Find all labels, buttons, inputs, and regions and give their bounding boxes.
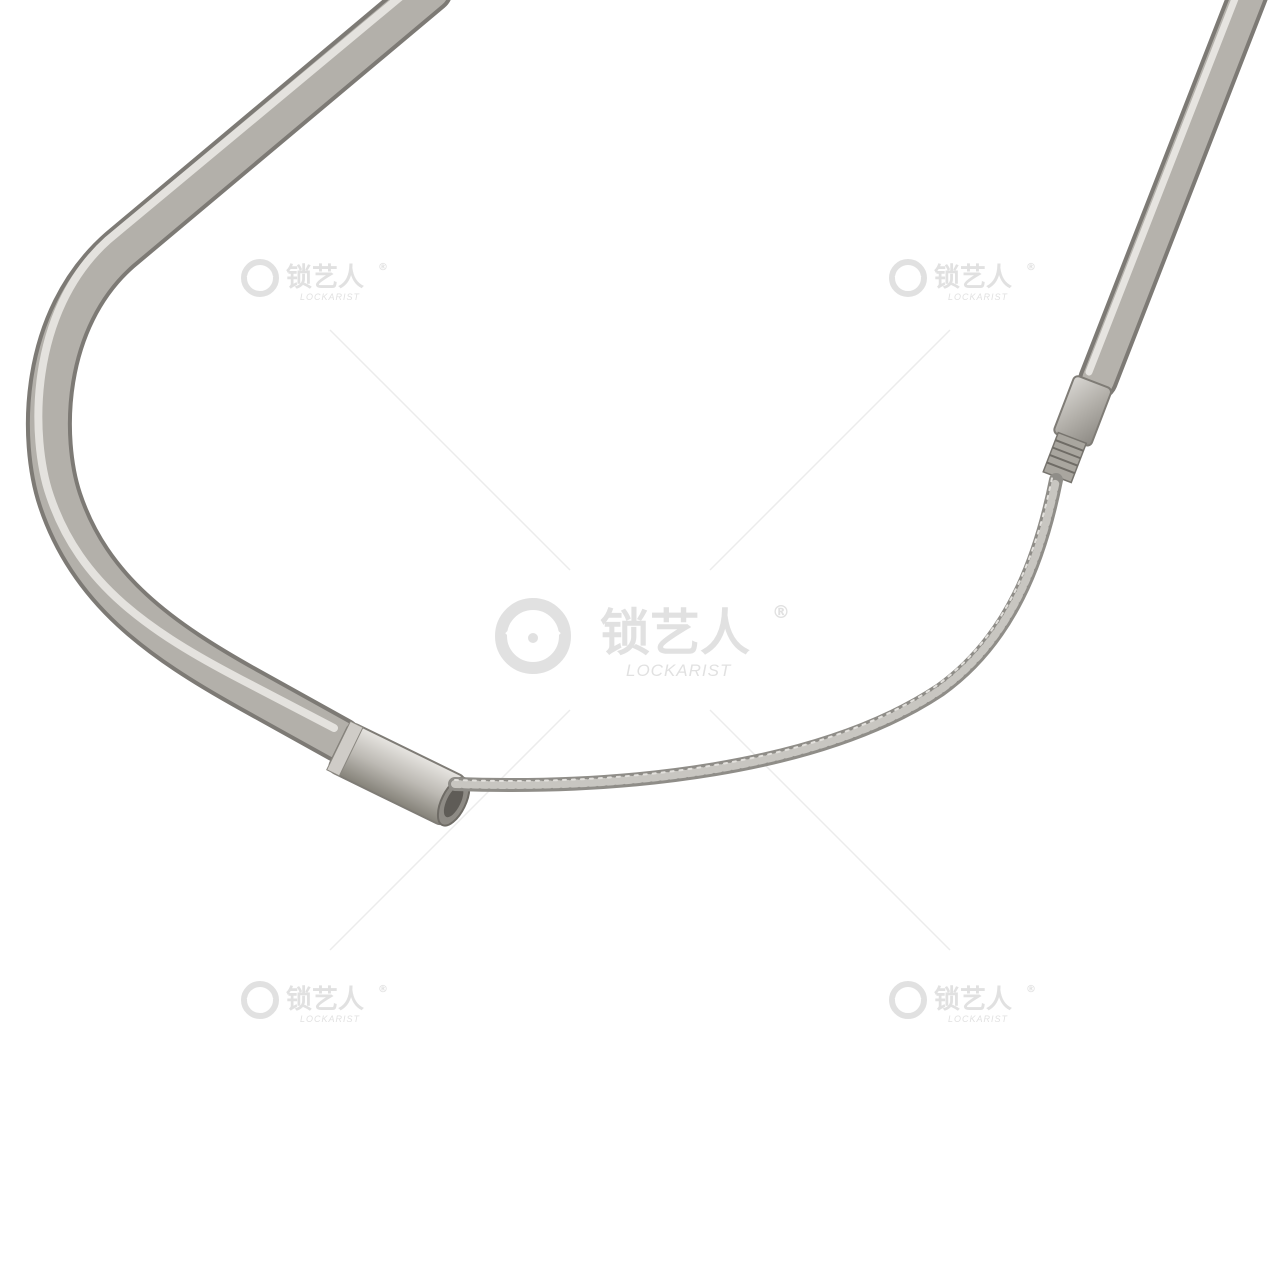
brand-cn: 锁艺人 bbox=[934, 984, 1012, 1015]
brand-en: LOCKARIST bbox=[300, 292, 361, 302]
steel-cable bbox=[448, 473, 1063, 792]
registered-mark: ® bbox=[378, 262, 388, 273]
brand-cn: 锁艺人 bbox=[286, 984, 364, 1015]
watermark-bottom-left: 锁艺人 ® LOCKARIST bbox=[238, 980, 398, 1024]
swirl-logo-icon bbox=[889, 981, 927, 1019]
brand-en: LOCKARIST bbox=[948, 1014, 1009, 1024]
brand-en: LOCKARIST bbox=[626, 661, 732, 680]
swirl-logo-icon bbox=[241, 981, 279, 1019]
watermark-guide-lines bbox=[329, 329, 951, 951]
registered-mark: ® bbox=[772, 602, 790, 623]
brand-en: LOCKARIST bbox=[948, 292, 1009, 302]
watermark-top-left: 锁艺人 ® LOCKARIST bbox=[238, 258, 398, 302]
left-ferrule bbox=[326, 720, 471, 827]
watermark-bottom-right: 锁艺人 ® LOCKARIST bbox=[886, 980, 1046, 1024]
brand-cn: 锁艺人 bbox=[934, 262, 1012, 293]
brand-cn: 锁艺人 bbox=[600, 604, 750, 662]
registered-mark: ® bbox=[1026, 262, 1036, 273]
right-shackle-tube bbox=[1078, 0, 1268, 400]
watermark-center: 锁艺人 ® LOCKARIST bbox=[488, 598, 798, 680]
brand-en: LOCKARIST bbox=[300, 1014, 361, 1024]
swirl-logo-icon bbox=[241, 259, 279, 297]
right-threaded-end bbox=[1042, 375, 1112, 484]
left-shackle-tube bbox=[25, 0, 451, 763]
registered-mark: ® bbox=[1026, 984, 1036, 995]
swirl-logo-icon bbox=[495, 598, 571, 674]
brand-cn: 锁艺人 bbox=[286, 262, 364, 293]
registered-mark: ® bbox=[378, 984, 388, 995]
watermark-top-right: 锁艺人 ® LOCKARIST bbox=[886, 258, 1046, 302]
swirl-logo-icon bbox=[889, 259, 927, 297]
